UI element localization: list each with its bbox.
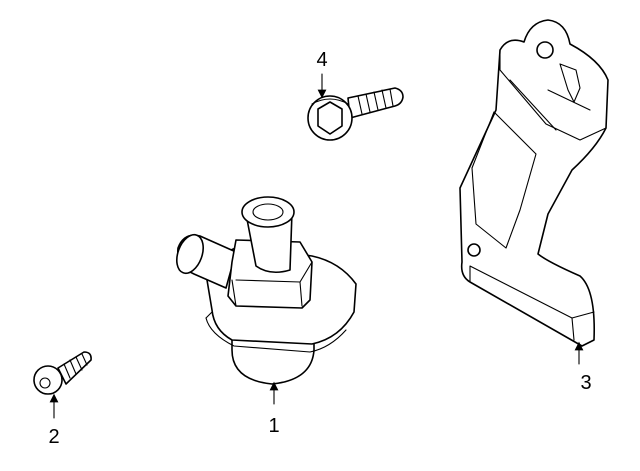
part-4-bolt bbox=[307, 87, 404, 141]
callout-arrows bbox=[49, 73, 584, 419]
part-1-pump bbox=[176, 196, 357, 385]
callout-label-2: 2 bbox=[48, 426, 59, 448]
callout-label-3: 3 bbox=[580, 372, 591, 394]
part-2-bolt bbox=[33, 351, 92, 395]
part-3-bracket bbox=[459, 19, 609, 347]
callout-label-1: 1 bbox=[268, 415, 279, 437]
callout-label-4: 4 bbox=[316, 49, 327, 71]
